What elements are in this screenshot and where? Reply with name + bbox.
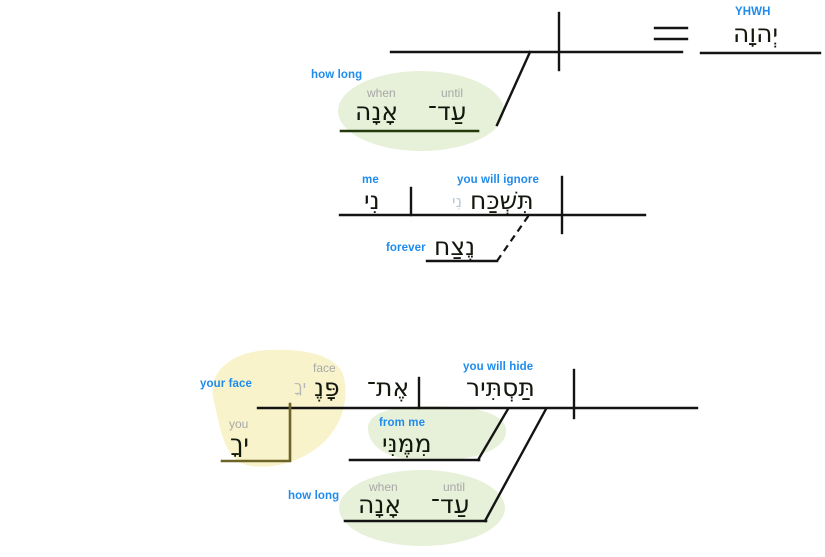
clause3-howlong-diagonal xyxy=(483,407,548,523)
gloss-me: me xyxy=(362,174,379,186)
gloss-you-will-hide: you will hide xyxy=(463,361,534,373)
hebrew-object-marker-et: אֶת־ xyxy=(367,373,410,402)
gloss-your-face: your face xyxy=(200,378,253,390)
hebrew-face-suffix: יךָ xyxy=(294,377,307,396)
hebrew-until-lower: עַד־ xyxy=(431,490,470,519)
hebrew-you-will-hide: תַּסְתִּיר xyxy=(466,373,535,402)
gloss-until-upper: until xyxy=(441,86,464,100)
gloss-from-me: from me xyxy=(379,417,426,429)
gloss-when-upper: when xyxy=(367,86,396,100)
forever-dashed-diagonal xyxy=(496,214,530,262)
hebrew-from-me: מִמֶּנִּי xyxy=(382,429,432,458)
hebrew-when-upper: אָנָה xyxy=(355,97,399,126)
gloss-how-long-upper: how long xyxy=(311,69,363,81)
gloss-when-lower: when xyxy=(369,480,398,494)
gloss-you-will-ignore: you will ignore xyxy=(457,174,540,186)
from-me-diagonal xyxy=(476,407,510,462)
hebrew-until-upper: עַד־ xyxy=(428,97,467,126)
hebrew-yhwh: יְהוָה xyxy=(733,19,779,48)
gloss-you: you xyxy=(229,417,249,431)
gloss-how-long-lower: how long xyxy=(288,490,340,502)
clause1-howlong-diagonal xyxy=(495,50,532,127)
hebrew-when-lower: אָנָה xyxy=(358,490,402,519)
gloss-until-lower: until xyxy=(443,480,466,494)
gloss-yhwh: YHWH xyxy=(735,6,771,18)
hebrew-you-will-ignore: תִּשְׁכַּח xyxy=(470,186,534,215)
gloss-face: face xyxy=(313,361,336,375)
hebrew-me-suffix: נִי xyxy=(364,186,380,215)
hebrew-face: פָּנֶ xyxy=(314,373,340,402)
hebrew-you-suffix: יךָ xyxy=(230,429,250,458)
hebrew-forever: נֶצַח xyxy=(434,232,476,261)
hebrew-you-will-ignore-suffix: נִי xyxy=(452,192,462,211)
gloss-forever: forever xyxy=(386,242,426,254)
